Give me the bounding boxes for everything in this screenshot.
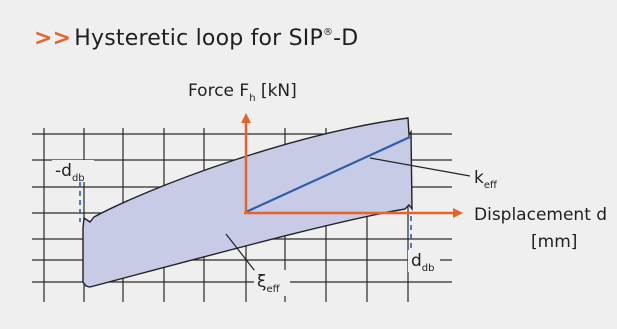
xi-eff-label: ξeff <box>257 272 281 295</box>
pos-ddb-label: ddb <box>411 251 435 274</box>
k-eff-label: keff <box>474 168 498 191</box>
effective-stiffness-line <box>245 135 411 214</box>
xi-eff-leader <box>225 233 259 276</box>
neg-ddb-label: -ddb <box>55 161 85 184</box>
title-text: Hysteretic loop for SIP <box>74 26 323 51</box>
title-arrows: >> <box>34 26 72 51</box>
force-axis-label: Force Fh [kN] <box>188 81 297 104</box>
pos-ddb-label-bg <box>408 250 440 272</box>
title-suffix: -D <box>333 26 359 51</box>
k-eff-leader <box>369 157 471 177</box>
diagram-title: >>Hysteretic loop for SIP®-D <box>34 28 358 50</box>
neg-ddb-label-bg <box>52 160 94 182</box>
displacement-axis-label: Displacement d <box>474 205 607 225</box>
xi-eff-label-bg <box>254 270 290 296</box>
hysteresis-loop <box>82 117 413 288</box>
displacement-axis-unit: [mm] <box>531 232 577 252</box>
registered-mark: ® <box>322 27 334 38</box>
